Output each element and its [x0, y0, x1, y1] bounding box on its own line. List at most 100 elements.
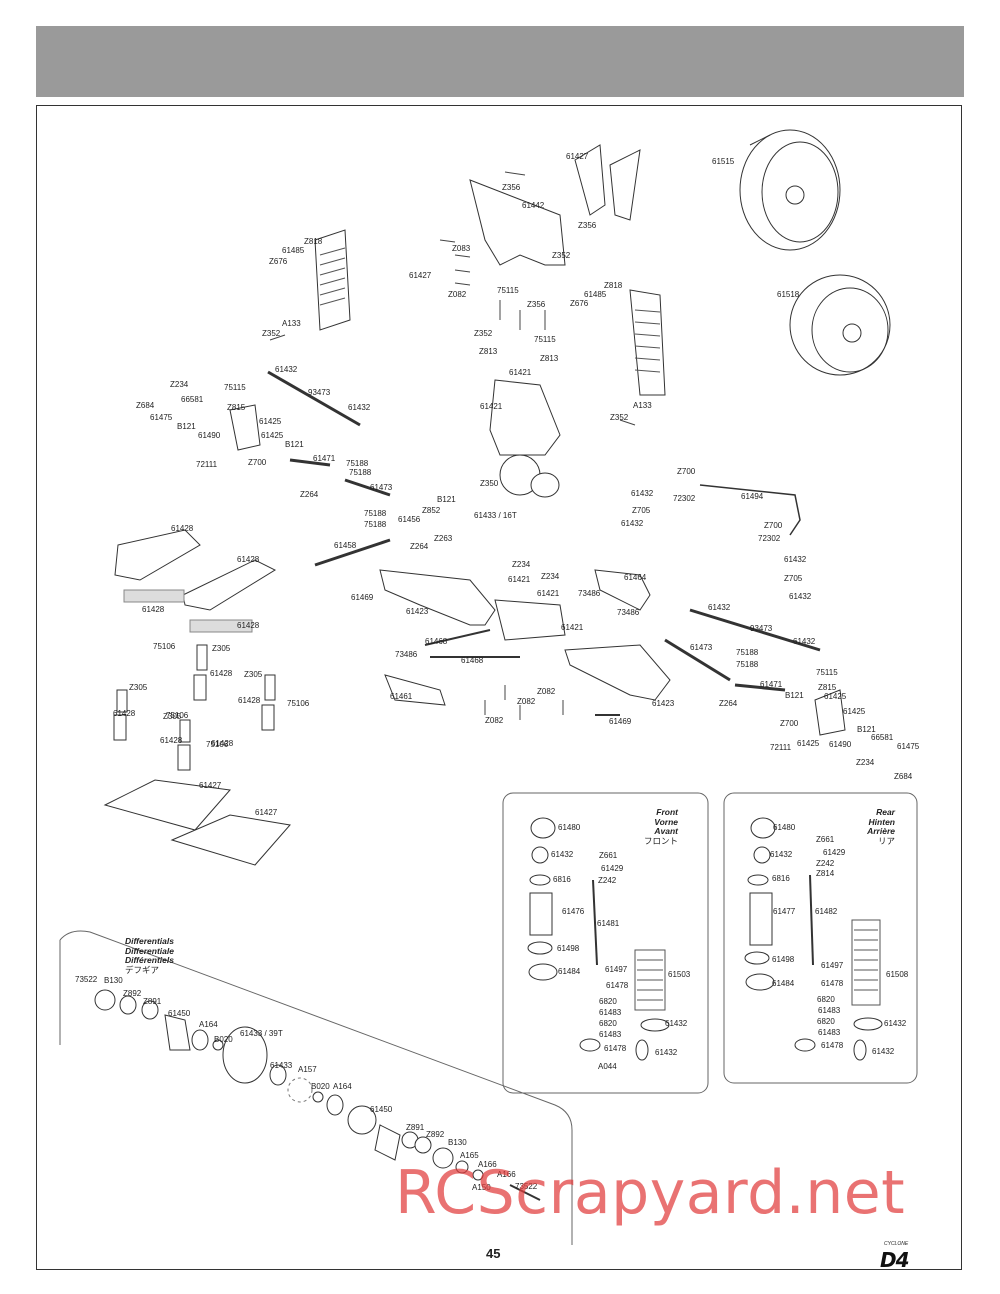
diff-title-en: Differentials: [125, 936, 174, 946]
part-label: 61461: [390, 692, 413, 701]
diff-panel-outline: [59, 930, 573, 1245]
front-arm-drawing: [379, 569, 496, 626]
part-label: 61508: [886, 970, 909, 979]
part-label: 61432: [631, 489, 654, 498]
part-label: Z700: [248, 458, 267, 467]
part-label: A157: [298, 1065, 317, 1074]
part-label: 61477: [773, 907, 796, 916]
part-label: Z852: [422, 506, 441, 515]
part-label: A133: [633, 401, 652, 410]
part-label: 73522: [515, 1182, 538, 1191]
part-label: 72111: [770, 743, 792, 752]
part-label: Z815: [227, 403, 246, 412]
part-label: 61425: [259, 417, 282, 426]
part-label: 61427: [409, 271, 432, 280]
part-label: 61425: [797, 739, 820, 748]
part-label: 61482: [815, 907, 838, 916]
part-label: Z305: [212, 644, 231, 653]
part-label: 61481: [597, 919, 620, 928]
part-label: Z234: [512, 560, 531, 569]
part-label: 61480: [773, 823, 796, 832]
part-label: 6816: [772, 874, 790, 883]
rear-title-ja: リア: [877, 835, 895, 846]
logo-text: D4: [880, 1248, 910, 1272]
part-label: 61483: [818, 1006, 841, 1015]
part-label: Z684: [894, 772, 913, 781]
front-title-fr: Avant: [654, 826, 678, 836]
part-label: 73522: [75, 975, 98, 984]
part-label: 93473: [750, 624, 773, 633]
part-label: Z700: [764, 521, 783, 530]
part-label: Z676: [570, 299, 589, 308]
part-label: 75115: [224, 383, 246, 392]
part-label: 61432: [784, 555, 807, 564]
foam-pads-left-drawing: [103, 779, 231, 831]
page-frame: [36, 105, 962, 1270]
part-label: Z083: [452, 244, 471, 253]
part-label: 61432: [708, 603, 731, 612]
diff-title-ja: デフギア: [125, 964, 160, 975]
part-label: 61428: [160, 736, 183, 745]
part-label: 61428: [237, 555, 260, 564]
part-label: Z305: [163, 712, 182, 721]
foam-pads-right-drawing: [170, 814, 291, 866]
front-title-en: Front: [656, 807, 678, 817]
part-label: 61469: [351, 593, 374, 602]
part-label: 61497: [821, 961, 844, 970]
part-label: 61464: [624, 573, 647, 582]
part-label: 75188: [736, 660, 759, 669]
part-label: 61432: [789, 592, 812, 601]
diff-title-de: Differentiale: [125, 945, 174, 956]
part-label: 61429: [823, 848, 846, 857]
part-label: 61471: [313, 454, 336, 463]
part-label: Z891: [143, 997, 162, 1006]
part-label: 73486: [395, 650, 418, 659]
part-label: Z661: [599, 851, 618, 860]
part-label: 61468: [461, 656, 484, 665]
shock-tower-drawing: [469, 179, 566, 266]
part-label: 61450: [370, 1105, 393, 1114]
part-label: 61427: [566, 152, 589, 161]
part-label: 61442: [522, 201, 545, 210]
part-label: 61483: [599, 1008, 622, 1017]
part-label: 61421: [537, 589, 560, 598]
part-label: 75188: [349, 468, 372, 477]
part-label: 75106: [287, 699, 310, 708]
part-label: 75106: [166, 711, 189, 720]
front-panel-title: Front Vorne Avant フロント: [630, 807, 678, 846]
part-label: 73486: [578, 589, 601, 598]
part-label: 61425: [843, 707, 866, 716]
part-label: Z705: [632, 506, 651, 515]
part-label: 61429: [601, 864, 624, 873]
rear-panel-title: Rear Hinten Arrière リア: [850, 807, 895, 846]
part-label: 61432: [621, 519, 644, 528]
part-label: 72302: [758, 534, 781, 543]
part-label: 61473: [370, 483, 393, 492]
part-label: 61425: [824, 692, 847, 701]
part-label: 6820: [599, 1019, 617, 1028]
part-label: A166: [497, 1170, 516, 1179]
part-label: Z263: [434, 534, 453, 543]
part-label: A165: [460, 1151, 479, 1160]
part-label: 61485: [584, 290, 607, 299]
part-label: 61433: [270, 1061, 293, 1070]
wheel-61515-drawing: [739, 129, 841, 251]
part-label: 61428: [113, 709, 136, 718]
part-label: 72302: [673, 494, 696, 503]
part-label: Z356: [578, 221, 597, 230]
part-label: Z234: [170, 380, 189, 389]
part-label: 61423: [652, 699, 675, 708]
part-label: 61458: [334, 541, 357, 550]
part-label: 61490: [198, 431, 221, 440]
part-label: 61428: [237, 621, 260, 630]
front-title-de: Vorne: [654, 816, 678, 827]
watermark-text: RCScrapyard.net: [395, 1158, 906, 1228]
part-label: 93473: [308, 388, 331, 397]
part-label: Z700: [780, 719, 799, 728]
bumper-left-drawing: [114, 529, 201, 581]
part-label: A166: [478, 1160, 497, 1169]
part-label: 61432: [275, 365, 298, 374]
part-label: 61432: [348, 403, 371, 412]
part-label: A133: [282, 319, 301, 328]
